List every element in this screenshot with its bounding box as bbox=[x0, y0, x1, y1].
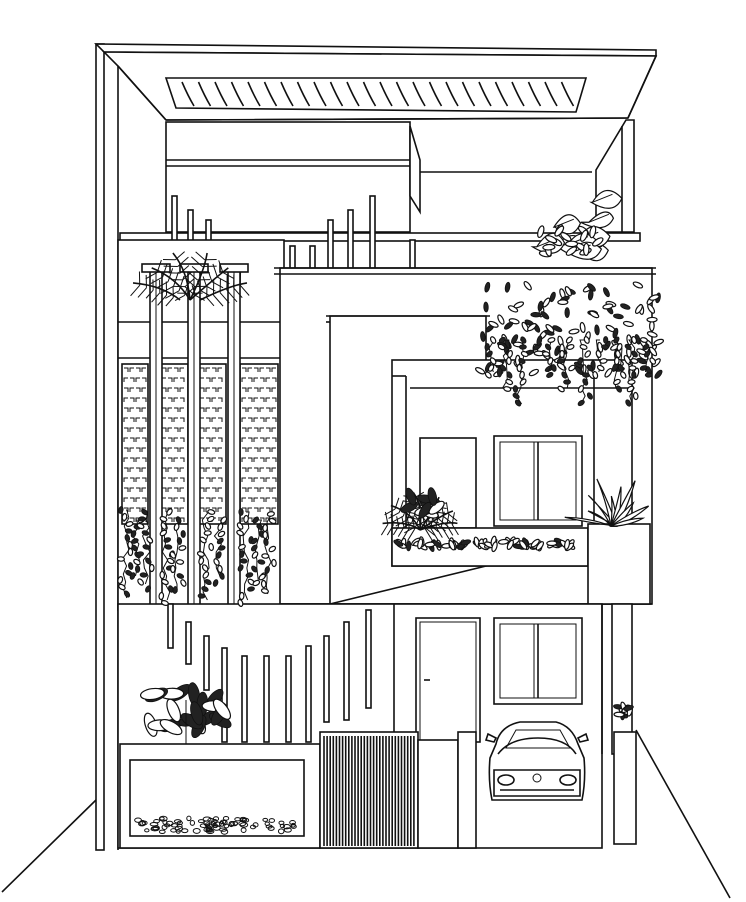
facade-columns bbox=[141, 263, 249, 607]
terrace-slab bbox=[119, 232, 641, 242]
plant-column-top bbox=[130, 251, 250, 307]
plant-ground-left bbox=[139, 682, 232, 744]
entrance-door bbox=[415, 617, 481, 743]
ground-window bbox=[493, 617, 583, 705]
car bbox=[484, 721, 590, 801]
ground-lines bbox=[1, 729, 731, 899]
plant-balcony-left bbox=[380, 487, 459, 542]
roof-pergola-slats bbox=[164, 77, 588, 113]
creeper-columns bbox=[116, 506, 277, 607]
balcony-planters bbox=[393, 535, 576, 553]
upper-window bbox=[493, 435, 583, 527]
plant-pillar-right bbox=[613, 701, 634, 721]
balcony-recess bbox=[391, 359, 651, 605]
plant-roof-right bbox=[530, 189, 623, 262]
creeper-balcony bbox=[475, 280, 665, 407]
front-boundary-wall bbox=[119, 743, 321, 849]
balcony-railing bbox=[391, 523, 651, 605]
left-boundary-wall bbox=[95, 43, 119, 851]
plant-balcony-right bbox=[564, 478, 650, 527]
boundary-fins bbox=[167, 603, 372, 743]
terrace-room bbox=[165, 119, 635, 233]
planter-pebbles bbox=[134, 815, 297, 835]
gate-pillars bbox=[417, 731, 637, 849]
sliding-gate bbox=[319, 731, 419, 849]
jali-screen bbox=[121, 363, 279, 525]
